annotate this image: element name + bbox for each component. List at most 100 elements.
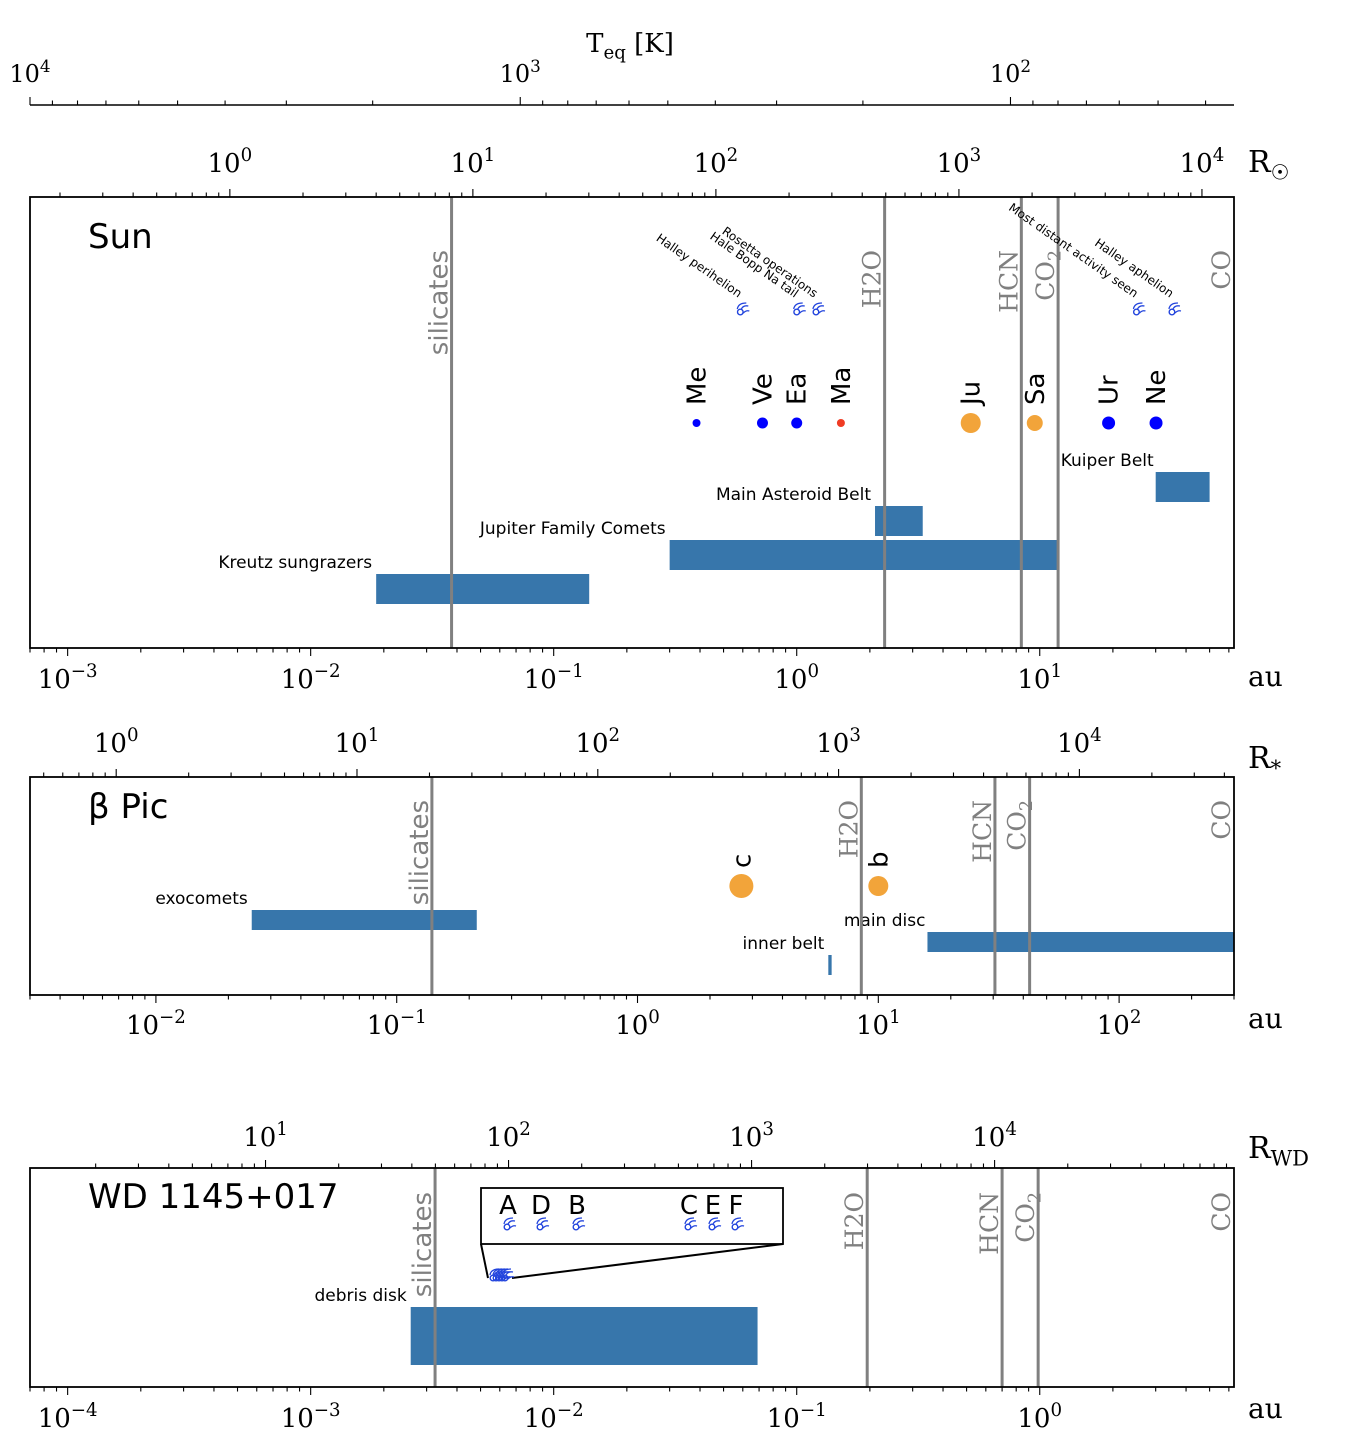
planet-b	[868, 876, 889, 896]
top-tick-label: 104	[1057, 725, 1102, 759]
inset-comet-label: C	[680, 1191, 698, 1221]
top-tick-label: 101	[451, 145, 496, 179]
x-unit-label: au	[1248, 1002, 1283, 1035]
inset-comet-label: E	[705, 1191, 721, 1221]
planet-label: Ve	[748, 373, 778, 405]
x-tick-label: 10−1	[767, 1400, 827, 1434]
inset-comet-label: A	[499, 1191, 517, 1221]
line-label-co: CO	[1207, 800, 1236, 840]
bar-exocomets	[251, 910, 477, 930]
x-unit-label: au	[1248, 1392, 1283, 1425]
top-tick-label: 102	[575, 725, 620, 759]
top-tick-label: 101	[335, 725, 380, 759]
bar-label: Main Asteroid Belt	[716, 485, 871, 505]
panel-frame	[29, 196, 1235, 649]
planet-ve	[756, 417, 768, 429]
top-unit-label: RWD	[1248, 1131, 1309, 1171]
comet-icon	[1168, 302, 1182, 316]
inset-connector-right	[511, 1243, 784, 1279]
bar-label: Kuiper Belt	[1061, 451, 1154, 471]
comet-icon	[503, 1217, 517, 1231]
bar-label: Kreutz sungrazers	[218, 553, 372, 573]
planet-label: c	[727, 854, 757, 868]
bar-label: debris disk	[314, 1286, 406, 1306]
comet-icon	[793, 302, 806, 316]
comet-icon	[736, 302, 750, 316]
x-tick-label: 10−2	[281, 661, 341, 695]
line-label-co2: CO2	[1003, 800, 1037, 851]
planet-me	[692, 419, 701, 427]
planet-label: Me	[683, 367, 713, 405]
planet-label: Sa	[1021, 373, 1051, 405]
x-tick-label: 101	[856, 1007, 901, 1041]
inset-comet-label: F	[729, 1191, 744, 1221]
planet-label: Ma	[827, 367, 857, 405]
top-unit-label: R*	[1248, 741, 1282, 781]
comet-icon	[812, 302, 826, 316]
x-tick-label: 100	[615, 1007, 660, 1041]
line-label-silicates: silicates	[408, 1192, 438, 1297]
x-tick-label: 101	[1017, 661, 1062, 695]
x-tick-label: 100	[774, 661, 819, 695]
line-label-h2o: H2O	[858, 250, 887, 308]
x-tick-label: 10−3	[38, 661, 98, 695]
temperature-axis-title: Teq [K]	[586, 29, 674, 64]
comet-icon	[684, 1217, 698, 1231]
bar-inner-belt	[828, 955, 832, 975]
line-label-hcn: HCN	[994, 250, 1023, 313]
bar-jupiter-family-comets	[669, 540, 1059, 570]
top-tick-label: 100	[208, 145, 253, 179]
line-label-h2o: H2O	[840, 1192, 869, 1250]
planet-label: Ne	[1142, 370, 1172, 405]
x-tick-label: 10−3	[281, 1400, 341, 1434]
inset-comet-label: B	[568, 1191, 586, 1221]
top-tick-label: 101	[243, 1119, 288, 1153]
panel-frame	[29, 776, 1235, 996]
bar-label: main disc	[844, 911, 926, 931]
top-unit-label: R☉	[1248, 145, 1289, 185]
planet-ma	[836, 419, 845, 427]
panel-frame	[29, 1167, 1235, 1388]
comet-icon	[731, 1217, 745, 1231]
top-tick-label: 100	[94, 725, 139, 759]
planet-label: Ea	[783, 373, 813, 405]
temperature-tick-label: 103	[500, 56, 541, 88]
top-tick-label: 104	[1180, 145, 1225, 179]
line-label-silicates: silicates	[405, 800, 435, 905]
panel-title: Sun	[88, 217, 153, 257]
x-tick-label: 10−4	[38, 1400, 98, 1434]
top-tick-label: 103	[729, 1119, 774, 1153]
bar-main-asteroid-belt	[875, 506, 923, 536]
top-tick-label: 102	[694, 145, 739, 179]
comet-cluster	[489, 1268, 515, 1282]
x-tick-label: 10−2	[126, 1007, 186, 1041]
bar-label: Jupiter Family Comets	[479, 519, 666, 539]
bar-label: inner belt	[743, 934, 825, 954]
planet-label: Ju	[957, 381, 987, 407]
inset-connector-left	[480, 1243, 489, 1279]
line-label-silicates: silicates	[425, 250, 455, 355]
comet-icon	[572, 1217, 586, 1231]
bar-debris-disk	[410, 1307, 758, 1365]
x-tick-label: 102	[1097, 1007, 1142, 1041]
planet-ju	[960, 413, 981, 433]
x-tick-label: 10−2	[524, 1400, 584, 1434]
line-label-co: CO	[1207, 250, 1236, 290]
line-label-hcn: HCN	[968, 800, 997, 863]
bar-kuiper-belt	[1155, 472, 1210, 502]
top-tick-label: 104	[972, 1119, 1017, 1153]
line-label-co2: CO2	[1031, 250, 1065, 301]
x-unit-label: au	[1248, 660, 1283, 693]
planet-label: Ur	[1095, 375, 1125, 405]
planet-sa	[1026, 415, 1043, 431]
temperature-tick-label: 104	[9, 56, 50, 88]
comet-icon	[708, 1217, 722, 1231]
planet-ur	[1102, 416, 1116, 430]
top-tick-label: 103	[816, 725, 861, 759]
comet-icon	[1132, 302, 1146, 316]
bar-main-disc	[927, 932, 1234, 952]
